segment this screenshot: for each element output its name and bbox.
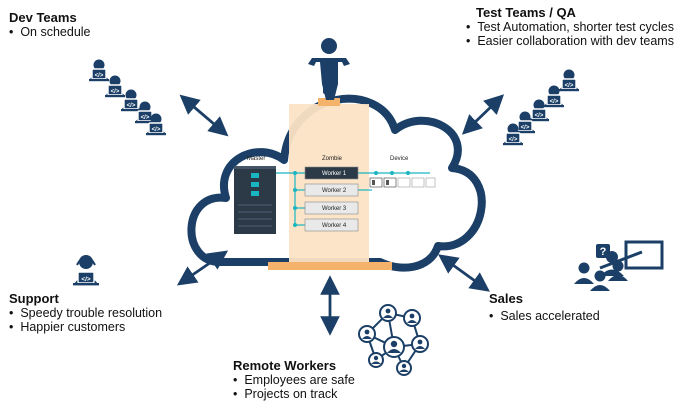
worker-1-label: Worker 1 — [322, 171, 347, 177]
connector-dots — [293, 171, 410, 227]
laptop-code-icon — [528, 98, 550, 122]
support-title: Support — [9, 291, 59, 306]
test-teams-group: Test Teams / QA • Test Automation, short… — [466, 5, 674, 48]
zombie-pedestal — [318, 98, 340, 106]
dev-teams-item: • On schedule — [9, 25, 91, 39]
worker-4: Worker 4 — [304, 218, 359, 232]
arrows — [176, 94, 505, 336]
dev-teams-icons — [88, 58, 167, 136]
board-icon — [624, 240, 664, 270]
laptop-code-icon — [558, 68, 580, 92]
sales-item: • Sales accelerated — [489, 309, 600, 323]
laptop-code-icon — [88, 58, 110, 82]
worker-2: Worker 2 — [304, 183, 359, 197]
zombie-label: Zombie — [322, 156, 343, 162]
test-teams-item: • Test Automation, shorter test cycles — [466, 20, 674, 34]
worker-2-label: Worker 2 — [322, 188, 347, 194]
master-label: Master — [247, 156, 265, 162]
dev-teams-group: Dev Teams • On schedule — [9, 10, 91, 39]
test-teams-icons — [502, 68, 580, 146]
device-label: Device — [390, 156, 409, 162]
laptop-code-icon — [104, 74, 126, 98]
zombie-column — [289, 104, 369, 262]
remote-workers-group: Remote Workers • Employees are safe • Pr… — [233, 358, 355, 401]
dev-teams-title: Dev Teams — [9, 10, 77, 25]
svg-text:</>: </> — [81, 276, 91, 283]
network-people-icon — [358, 304, 429, 376]
worker-1: Worker 1 — [304, 166, 359, 180]
arrow-test-teams — [461, 94, 505, 135]
worker-3: Worker 3 — [304, 201, 359, 215]
sales-title: Sales — [489, 291, 523, 306]
support-item: • Happier customers — [9, 320, 126, 334]
arrow-sales — [438, 254, 490, 292]
sales-icons: ? — [574, 240, 664, 291]
question-icon: ? — [600, 246, 607, 258]
cloud: Master Zombie Device — [187, 94, 486, 272]
support-item: • Speedy trouble resolution — [9, 306, 163, 320]
arrow-dev-teams — [179, 94, 229, 137]
remote-workers-item: • Employees are safe — [233, 373, 355, 387]
remote-workers-item: • Projects on track — [233, 387, 338, 401]
remote-workers-title: Remote Workers — [233, 358, 337, 373]
worker-3-label: Worker 3 — [322, 206, 347, 212]
presenter-icon — [308, 38, 350, 100]
sales-group: Sales • Sales accelerated — [489, 291, 600, 323]
arrow-support — [176, 250, 229, 286]
test-teams-title: Test Teams / QA — [476, 5, 576, 20]
test-teams-item: • Easier collaboration with dev teams — [466, 34, 674, 48]
zombie-base — [268, 262, 392, 270]
laptop-code-icon — [120, 88, 142, 112]
master-server — [234, 166, 276, 234]
worker-4-label: Worker 4 — [322, 223, 347, 229]
support-agent-icon: </> — [73, 255, 99, 286]
support-group: Support • Speedy trouble resolution • Ha… — [9, 291, 162, 334]
device-phones — [369, 177, 436, 188]
